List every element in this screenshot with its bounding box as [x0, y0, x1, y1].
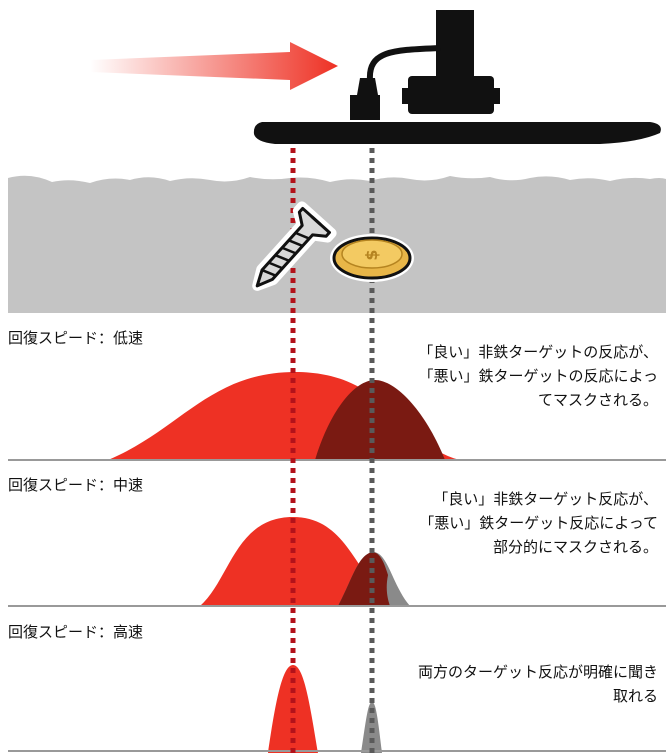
response-fast [268, 665, 382, 753]
panel-fast-description: 両方のターゲット反応が明確に聞き取れる [418, 663, 659, 705]
panel-slow-label: 回復スピード：低速 [8, 329, 144, 347]
ground [8, 175, 666, 313]
coin-symbol: $ [362, 249, 381, 260]
panel-fast-label: 回復スピード：高速 [8, 623, 144, 641]
panel-slow-description: 「良い」非鉄ターゲットの反応が、「悪い」鉄ターゲットの反応によってマスクされる。 [418, 343, 658, 409]
panel-medium-description: 「良い」非鉄ターゲット反応が、「悪い」鉄ターゲット反応によって部分的にマスクされ… [419, 490, 658, 556]
response-medium [200, 517, 410, 606]
search-coil-icon [253, 10, 661, 144]
coin-icon: $ [330, 234, 414, 282]
motion-arrow-icon [90, 42, 338, 90]
screw-icon [252, 201, 337, 291]
response-slow [108, 372, 460, 460]
panel-medium-label: 回復スピード：中速 [8, 476, 144, 494]
